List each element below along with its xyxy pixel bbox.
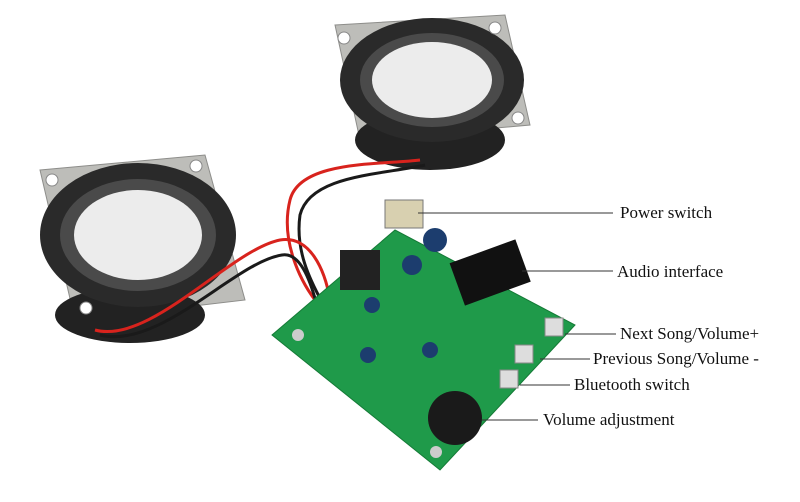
leader-lines <box>418 212 616 421</box>
pcb-board <box>271 199 576 471</box>
volume-adjustment-label: Volume adjustment <box>543 410 675 429</box>
speaker-wires <box>94 158 426 339</box>
bluetooth-switch-label: Bluetooth switch <box>574 375 690 394</box>
left-speaker <box>39 154 246 343</box>
bluetooth-module <box>449 239 531 306</box>
next-song-label: Next Song/Volume+ <box>620 324 760 343</box>
right-speaker <box>334 14 531 170</box>
power-switch-label: Power switch <box>620 203 713 222</box>
volume-knob <box>428 391 482 445</box>
audio-interface-label: Audio interface <box>617 262 724 281</box>
power-switch-component <box>384 199 424 229</box>
previous-song-label: Previous Song/Volume - <box>593 349 759 368</box>
audio-jack <box>340 250 380 290</box>
